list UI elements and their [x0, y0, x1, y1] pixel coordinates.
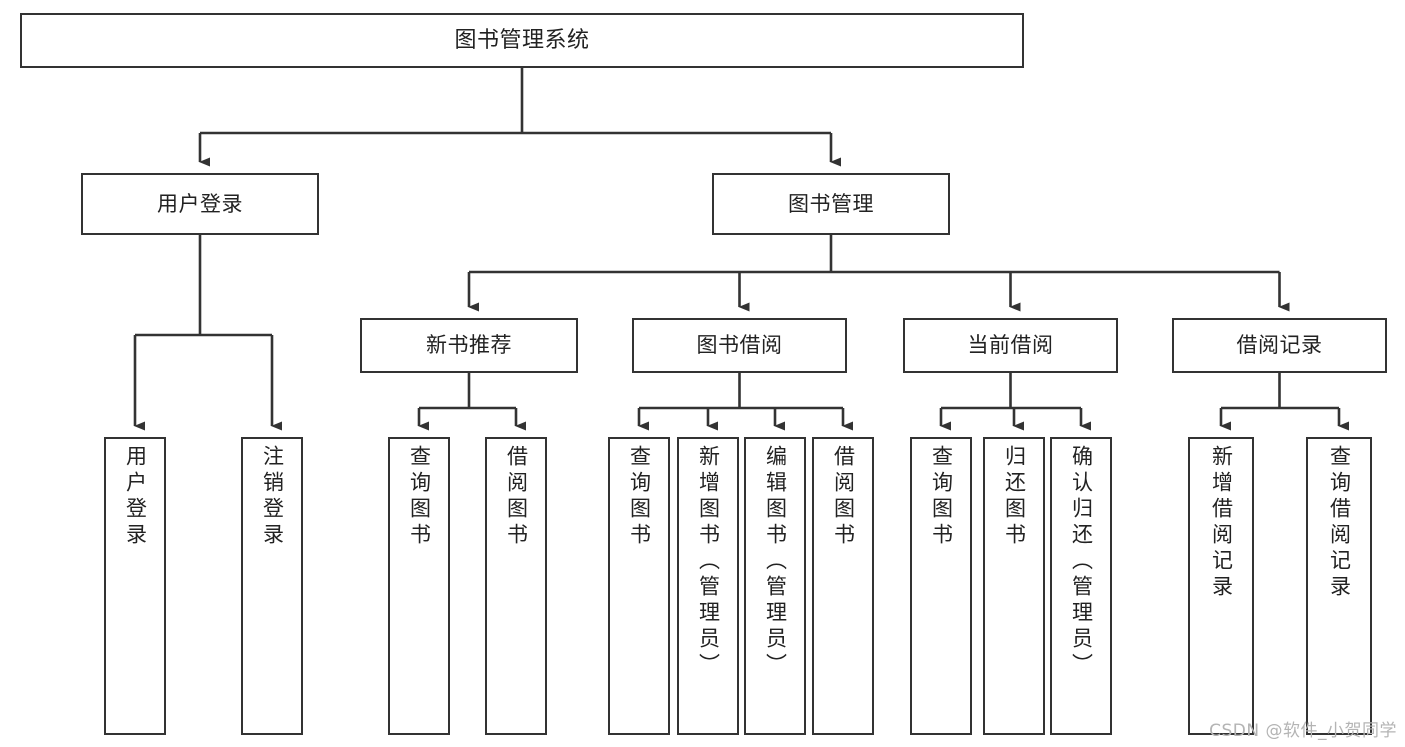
- node-leaf-records-2[interactable]: 查询借阅记录: [1306, 437, 1372, 735]
- node-label: 图书管理: [788, 191, 874, 216]
- node-leaf-login-2[interactable]: 注销登录: [241, 437, 303, 735]
- node-label: 确认归还（管理员）: [1069, 445, 1094, 679]
- node-records[interactable]: 借阅记录: [1172, 318, 1387, 373]
- node-label: 新增借阅记录: [1209, 445, 1234, 601]
- node-leaf-current-2[interactable]: 归还图书: [983, 437, 1045, 735]
- node-label: 新增图书（管理员）: [696, 445, 721, 679]
- node-label: 用户登录: [123, 445, 148, 549]
- node-label: 图书管理系统: [454, 27, 590, 53]
- node-label: 查询图书: [929, 445, 954, 549]
- node-label: 新书推荐: [426, 333, 512, 358]
- node-label: 编辑图书（管理员）: [763, 445, 788, 679]
- node-login[interactable]: 用户登录: [81, 173, 319, 235]
- node-label: 用户登录: [157, 191, 243, 216]
- node-bookmgmt[interactable]: 图书管理: [712, 173, 950, 235]
- node-leaf-newbook-2[interactable]: 借阅图书: [485, 437, 547, 735]
- node-borrow[interactable]: 图书借阅: [632, 318, 847, 373]
- node-label: 图书借阅: [696, 333, 783, 358]
- node-leaf-borrow-3[interactable]: 编辑图书（管理员）: [744, 437, 806, 735]
- node-current[interactable]: 当前借阅: [903, 318, 1118, 373]
- node-label: 查询图书: [407, 445, 432, 549]
- node-leaf-newbook-1[interactable]: 查询图书: [388, 437, 450, 735]
- node-label: 查询借阅记录: [1327, 445, 1352, 601]
- node-label: 查询图书: [627, 445, 652, 549]
- node-leaf-current-3[interactable]: 确认归还（管理员）: [1050, 437, 1112, 735]
- node-label: 当前借阅: [967, 333, 1054, 358]
- node-label: 归还图书: [1002, 445, 1027, 549]
- node-label: 注销登录: [260, 445, 285, 549]
- node-leaf-borrow-4[interactable]: 借阅图书: [812, 437, 874, 735]
- node-label: 借阅记录: [1236, 333, 1323, 358]
- node-leaf-login-1[interactable]: 用户登录: [104, 437, 166, 735]
- watermark-text: CSDN @软件_小贺同学: [1209, 721, 1397, 741]
- node-leaf-records-1[interactable]: 新增借阅记录: [1188, 437, 1254, 735]
- node-label: 借阅图书: [831, 445, 856, 549]
- node-leaf-borrow-2[interactable]: 新增图书（管理员）: [677, 437, 739, 735]
- node-label: 借阅图书: [504, 445, 529, 549]
- node-leaf-current-1[interactable]: 查询图书: [910, 437, 972, 735]
- node-newbook[interactable]: 新书推荐: [360, 318, 578, 373]
- node-root[interactable]: 图书管理系统: [20, 13, 1024, 68]
- node-leaf-borrow-1[interactable]: 查询图书: [608, 437, 670, 735]
